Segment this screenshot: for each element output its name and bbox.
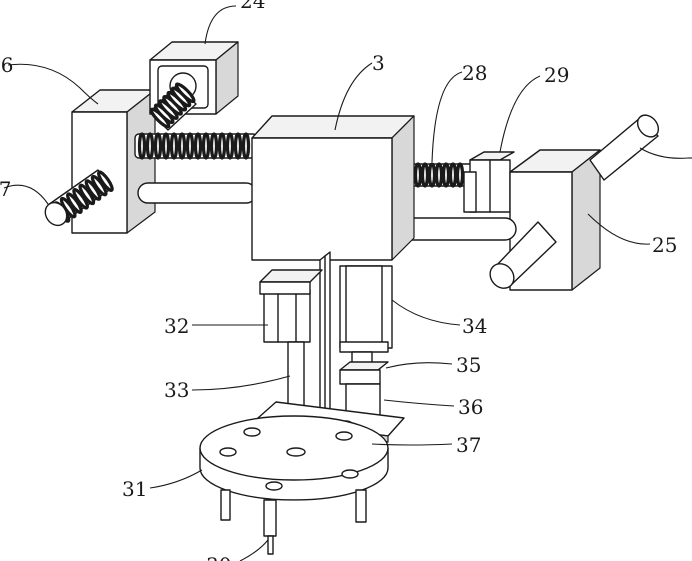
thread-coil [161, 132, 171, 160]
left-lead-screw-coils [137, 132, 251, 160]
thread-coil [72, 188, 89, 210]
thread-coil [193, 132, 203, 160]
thread-coil [169, 132, 179, 160]
callout-36: 36 [458, 395, 483, 419]
left-protruding-screw [44, 169, 114, 227]
thread-coil [434, 162, 444, 188]
top-motor-shaft-screw [149, 82, 197, 131]
callout-labels: 24 26 3 28 29 27 25 32 34 35 33 36 37 31… [0, 0, 677, 561]
callout-34: 34 [462, 314, 487, 338]
callout-25: 25 [652, 233, 677, 257]
thread-coil [66, 192, 83, 214]
left-lower-guide-rod [137, 182, 257, 204]
thread-coil [137, 132, 147, 160]
right-lower-guide-rod [397, 217, 557, 289]
vertical-support-plate [319, 251, 331, 431]
central-carriage-block [251, 115, 415, 261]
base-disc [199, 415, 389, 501]
leader-lines [3, 5, 689, 561]
thread-coil [201, 132, 211, 160]
thread-coil [233, 132, 243, 160]
callout-32: 32 [164, 314, 189, 338]
thread-coil [420, 162, 430, 188]
thread-coil [217, 132, 227, 160]
disc-legs [220, 489, 367, 555]
thread-coil [441, 162, 451, 188]
callout-29: 29 [544, 63, 569, 87]
electric-cylinder [339, 265, 393, 367]
thread-coil [241, 132, 251, 160]
thread-coil [177, 132, 187, 160]
small-lower-motor [339, 361, 389, 419]
left-lead-screw [134, 132, 258, 160]
thread-coil [97, 170, 114, 192]
right-upper-guide-rod [589, 114, 660, 181]
left-support-block [71, 89, 156, 234]
callout-30: 30 [206, 553, 231, 561]
callout-35: 35 [456, 353, 481, 377]
thread-coil [185, 132, 195, 160]
callout-37: 37 [456, 433, 481, 457]
callout-26: 26 [0, 53, 13, 77]
callout-27: 27 [0, 177, 11, 201]
thread-coil [84, 179, 102, 201]
thread-coil [427, 162, 437, 188]
lower-left-motor [259, 269, 323, 343]
callout-31: 31 [122, 477, 147, 501]
thread-coil [413, 162, 423, 188]
callout-28: 28 [462, 61, 487, 85]
thread-coil [59, 196, 77, 219]
right-small-motor [463, 151, 515, 213]
thread-coil [78, 183, 96, 206]
top-shaft-coils [149, 82, 196, 129]
thread-coil [209, 132, 219, 160]
thread-coil [455, 162, 465, 188]
callout-24: 24 [240, 0, 265, 13]
thread-coil [448, 162, 458, 188]
thread-coil [174, 82, 196, 104]
thread-coil [153, 132, 163, 160]
callout-3: 3 [372, 51, 385, 75]
thread-coil [225, 132, 235, 160]
callout-33: 33 [164, 378, 189, 402]
thread-coil [145, 132, 155, 160]
thread-coil [90, 174, 108, 197]
